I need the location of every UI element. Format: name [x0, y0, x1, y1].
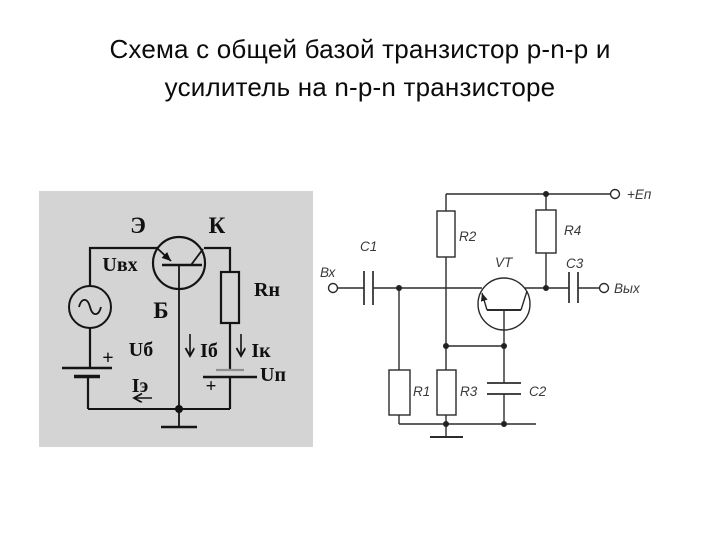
- capacitor-c2: [487, 382, 521, 395]
- emitter-current-label: Iэ: [132, 375, 148, 397]
- load-resistor-label: Rн: [254, 279, 280, 301]
- base-voltage-label: Uб: [129, 339, 153, 361]
- capacitor-c1: [363, 271, 374, 305]
- capacitor-c3: [568, 272, 579, 303]
- base-label: Б: [153, 298, 168, 323]
- junction-dots: [396, 191, 549, 427]
- collector-label: К: [209, 213, 226, 238]
- output-terminal: [598, 282, 610, 294]
- wire-collector-top: [204, 246, 232, 272]
- plus-sign-source: +: [102, 347, 113, 369]
- transistor-body: [151, 235, 207, 291]
- c3-label: C3: [566, 256, 584, 271]
- right-circuit-diagram: [327, 188, 621, 438]
- emitter-lead-arrow: [157, 248, 172, 262]
- emitter-label: Э: [130, 213, 146, 238]
- base-current-label: Iб: [200, 340, 218, 362]
- npn-transistor-symbol: [477, 277, 531, 346]
- resistor-r2: [436, 210, 456, 258]
- vt-label: VT: [495, 255, 514, 270]
- resistor-r1: [388, 369, 411, 416]
- input-voltage-label: Uвх: [102, 254, 137, 276]
- emitter-lead-arrow: [480, 292, 488, 311]
- left-gray-panel: [39, 191, 313, 447]
- slide-title: Схема с общей базой транзистор p-n-p и у…: [0, 30, 720, 106]
- supply-label: +Eп: [627, 187, 652, 202]
- collector-current-label: Iк: [251, 340, 271, 362]
- input-battery-symbol: [62, 366, 112, 379]
- collector-lead: [520, 290, 528, 311]
- input-label: Вх: [320, 265, 337, 280]
- c2-label: C2: [529, 384, 547, 399]
- ac-source-symbol: [68, 285, 112, 329]
- input-terminal: [327, 282, 339, 294]
- load-resistor: [219, 270, 241, 325]
- output-label: Вых: [614, 281, 641, 296]
- wire-emitter-top: [88, 246, 158, 287]
- slide-title-line-1: Схема с общей базой транзистор p-n-p и: [109, 34, 611, 64]
- slide-title-line-2: усилитель на n-p-n транзисторе: [164, 72, 556, 102]
- left-circuit-labels: Э К Uвх Б Rн Uб Iб Iк Iэ Uп + +: [102, 213, 286, 397]
- source-body: [68, 285, 112, 329]
- left-circuit-diagram: [62, 235, 257, 429]
- c1-label: C1: [360, 239, 377, 254]
- resistor-r3: [436, 369, 457, 416]
- collector-lead: [190, 248, 204, 266]
- supply-battery-symbol: [203, 368, 257, 379]
- r4-label: R4: [564, 223, 581, 238]
- r1-label: R1: [413, 384, 430, 399]
- resistor-r4: [535, 209, 557, 254]
- supply-terminal: [609, 188, 621, 200]
- sine-wave-icon: [78, 299, 102, 315]
- supply-voltage-label: Uп: [260, 364, 286, 386]
- junction-dot: [175, 405, 183, 413]
- right-circuit-labels: Вх C1 R2 VT R4 C3 Вых +Eп R1 R3 C2: [320, 187, 652, 399]
- pnp-transistor-symbol: [151, 235, 207, 291]
- plus-sign-supply: +: [206, 376, 217, 397]
- r3-label: R3: [460, 384, 478, 399]
- r2-label: R2: [459, 229, 477, 244]
